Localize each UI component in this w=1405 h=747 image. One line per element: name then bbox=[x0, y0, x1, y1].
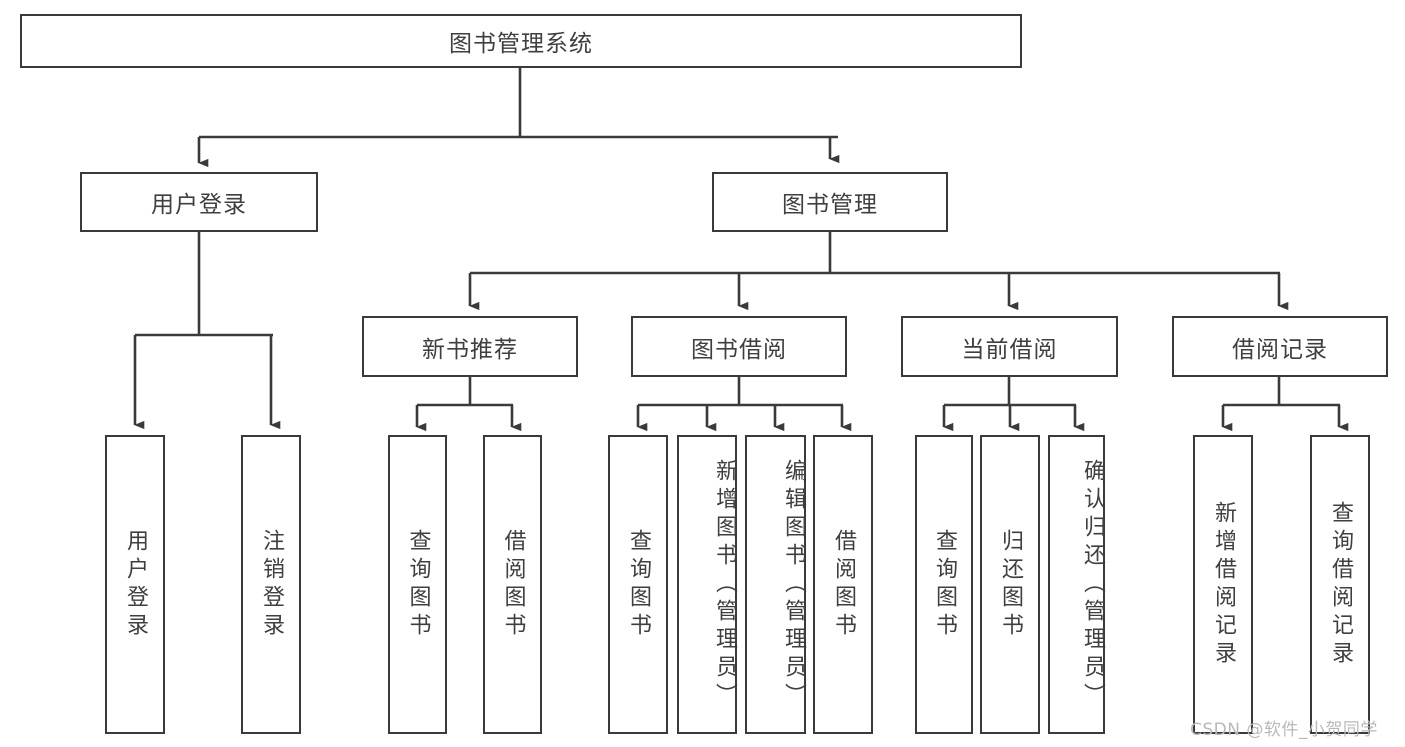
leaf-record-query[interactable]: 查询借阅记录 bbox=[1310, 435, 1370, 734]
leaf-new-book-borrow-label: 借阅图书 bbox=[500, 528, 526, 641]
leaf-current-return-book[interactable]: 归还图书 bbox=[980, 435, 1040, 734]
node-book-management-label: 图书管理 bbox=[782, 192, 878, 218]
leaf-current-confirm-return-label: 确认归还（管理员） bbox=[1080, 458, 1105, 711]
node-borrow-record[interactable]: 借阅记录 bbox=[1172, 316, 1388, 377]
leaf-borrow-borrow-book[interactable]: 借阅图书 bbox=[813, 435, 873, 734]
leaf-borrow-edit-book-label: 编辑图书（管理员） bbox=[781, 458, 806, 711]
leaf-borrow-add-book[interactable]: 新增图书（管理员） bbox=[677, 435, 737, 734]
leaf-record-add-label: 新增借阅记录 bbox=[1211, 500, 1236, 669]
leaf-new-book-query[interactable]: 查询图书 bbox=[388, 435, 447, 734]
leaf-user-login-signout[interactable]: 注销登录 bbox=[241, 435, 301, 734]
leaf-borrow-borrow-book-label: 借阅图书 bbox=[831, 528, 856, 641]
leaf-borrow-query-book[interactable]: 查询图书 bbox=[608, 435, 668, 734]
leaf-record-query-label: 查询借阅记录 bbox=[1328, 500, 1353, 669]
watermark: CSDN @软件_小贺同学 bbox=[1190, 720, 1378, 740]
node-user-login[interactable]: 用户登录 bbox=[80, 172, 318, 232]
node-book-management[interactable]: 图书管理 bbox=[712, 172, 948, 232]
leaf-user-login-signin-label: 用户登录 bbox=[123, 528, 148, 641]
leaf-record-add[interactable]: 新增借阅记录 bbox=[1193, 435, 1253, 734]
node-root[interactable]: 图书管理系统 bbox=[20, 14, 1022, 68]
leaf-borrow-edit-book[interactable]: 编辑图书（管理员） bbox=[745, 435, 806, 734]
node-root-label: 图书管理系统 bbox=[449, 31, 593, 57]
leaf-current-confirm-return[interactable]: 确认归还（管理员） bbox=[1048, 435, 1105, 734]
node-user-login-label: 用户登录 bbox=[151, 192, 247, 218]
leaf-borrow-add-book-label: 新增图书（管理员） bbox=[712, 458, 737, 711]
leaf-user-login-signout-label: 注销登录 bbox=[259, 528, 284, 641]
leaf-borrow-query-book-label: 查询图书 bbox=[626, 528, 651, 641]
leaf-current-query-book-label: 查询图书 bbox=[932, 528, 957, 641]
node-new-book-recommend[interactable]: 新书推荐 bbox=[362, 316, 578, 377]
leaf-new-book-query-label: 查询图书 bbox=[405, 528, 431, 641]
leaf-new-book-borrow[interactable]: 借阅图书 bbox=[483, 435, 542, 734]
node-book-borrow-label: 图书借阅 bbox=[691, 336, 787, 363]
node-current-borrow[interactable]: 当前借阅 bbox=[901, 316, 1118, 377]
node-borrow-record-label: 借阅记录 bbox=[1232, 336, 1328, 363]
node-new-book-recommend-label: 新书推荐 bbox=[422, 336, 518, 363]
leaf-current-return-book-label: 归还图书 bbox=[998, 528, 1023, 641]
node-book-borrow[interactable]: 图书借阅 bbox=[631, 316, 847, 377]
node-current-borrow-label: 当前借阅 bbox=[961, 336, 1058, 363]
leaf-current-query-book[interactable]: 查询图书 bbox=[915, 435, 973, 734]
leaf-user-login-signin[interactable]: 用户登录 bbox=[105, 435, 165, 734]
